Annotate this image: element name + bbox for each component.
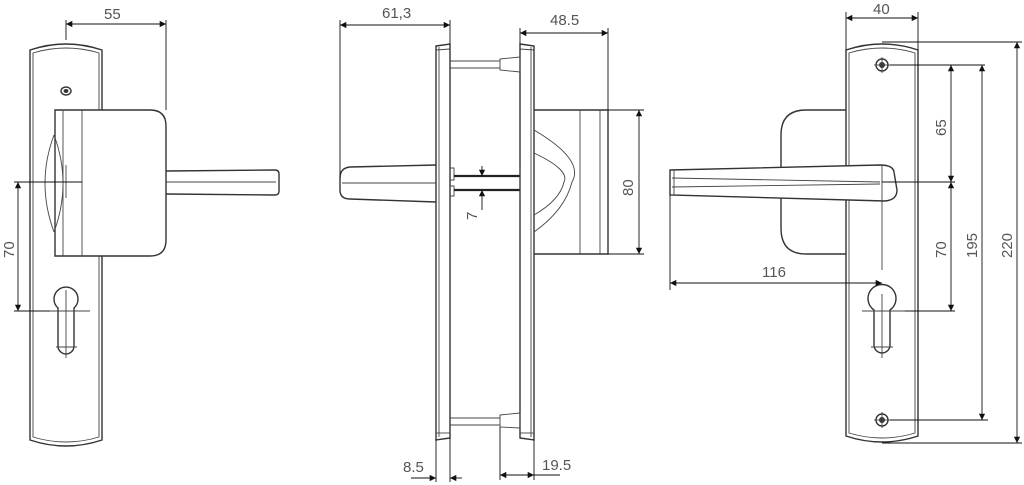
dim-screw-to-handle: 65 [933, 119, 950, 136]
cylinder-hole [53, 286, 79, 355]
backplate [29, 43, 103, 447]
front-view-left: 55 70 [1, 6, 280, 447]
dim-plate-width: 40 [873, 1, 890, 18]
dim-handle-to-cylinder-right: 70 [933, 241, 950, 258]
dim-outer-plate-thickness: 8.5 [403, 459, 424, 476]
screw-icon [60, 86, 72, 96]
dim-inner-plate-thickness: 19.5 [542, 457, 571, 474]
front-view-right: 40 116 65 70 195 220 [669, 1, 1022, 444]
dim-screw-spacing: 195 [964, 233, 981, 258]
side-view: 61,3 48.5 80 7 8.5 19.5 [339, 5, 644, 482]
screw-bottom-icon [874, 412, 890, 428]
outer-handle [339, 164, 437, 203]
dim-inner-rose-projection: 48.5 [550, 12, 579, 29]
dim-rose-height: 80 [620, 179, 637, 196]
screw-top-icon [874, 57, 890, 73]
cylinder-hole-right [867, 283, 897, 354]
dim-plate-height: 220 [999, 233, 1016, 258]
backplate-right [845, 43, 919, 443]
dim-handle-to-cylinder-left: 70 [1, 241, 18, 258]
rose-block [54, 109, 167, 257]
dim-outer-handle-length: 61,3 [382, 5, 411, 22]
dim-handle-length: 116 [762, 264, 786, 281]
dim-handle-projection: 55 [104, 6, 121, 23]
inner-rose [534, 109, 609, 255]
inner-plate [519, 43, 535, 441]
lever-handle [669, 164, 898, 202]
outer-plate [435, 43, 451, 441]
dim-spindle: 7 [464, 212, 481, 220]
